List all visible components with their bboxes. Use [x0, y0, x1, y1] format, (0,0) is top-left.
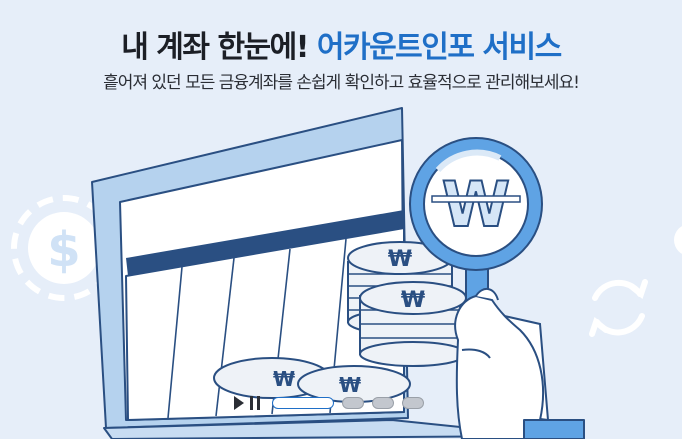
- banner-title: 내 계좌 한눈에! 어카운트인포 서비스: [0, 22, 682, 66]
- carousel-dots: [272, 397, 424, 409]
- banner-subtitle: 흩어져 있던 모든 금융계좌를 손쉽게 확인하고 효율적으로 관리해보세요!: [103, 73, 580, 93]
- edge-coin: [674, 226, 682, 254]
- dollar-symbol: $: [47, 222, 80, 278]
- won-icon: W: [431, 167, 521, 242]
- hand-icon: [454, 288, 585, 439]
- coin-symbol: ₩: [273, 367, 295, 391]
- title-accent: 어카운트인포 서비스: [316, 30, 562, 65]
- pause-icon[interactable]: [250, 396, 260, 410]
- carousel-controls: [234, 396, 424, 410]
- carousel-dot[interactable]: [272, 397, 334, 409]
- title-main: 내 계좌 한눈에!: [121, 30, 309, 65]
- carousel-dot[interactable]: [372, 397, 394, 409]
- carousel-dot[interactable]: [342, 397, 364, 409]
- svg-text:W: W: [442, 168, 510, 241]
- coin-symbol: ₩: [401, 288, 425, 313]
- coin-symbol: ₩: [339, 373, 361, 397]
- dollar-coin-icon: $: [11, 195, 117, 301]
- coin-symbol: ₩: [388, 247, 412, 272]
- carousel-dot[interactable]: [402, 397, 424, 409]
- folder-icon: [91, 107, 549, 439]
- coin-stack-icon: [213, 241, 467, 403]
- play-icon[interactable]: [234, 396, 244, 410]
- refresh-icon: [589, 279, 648, 337]
